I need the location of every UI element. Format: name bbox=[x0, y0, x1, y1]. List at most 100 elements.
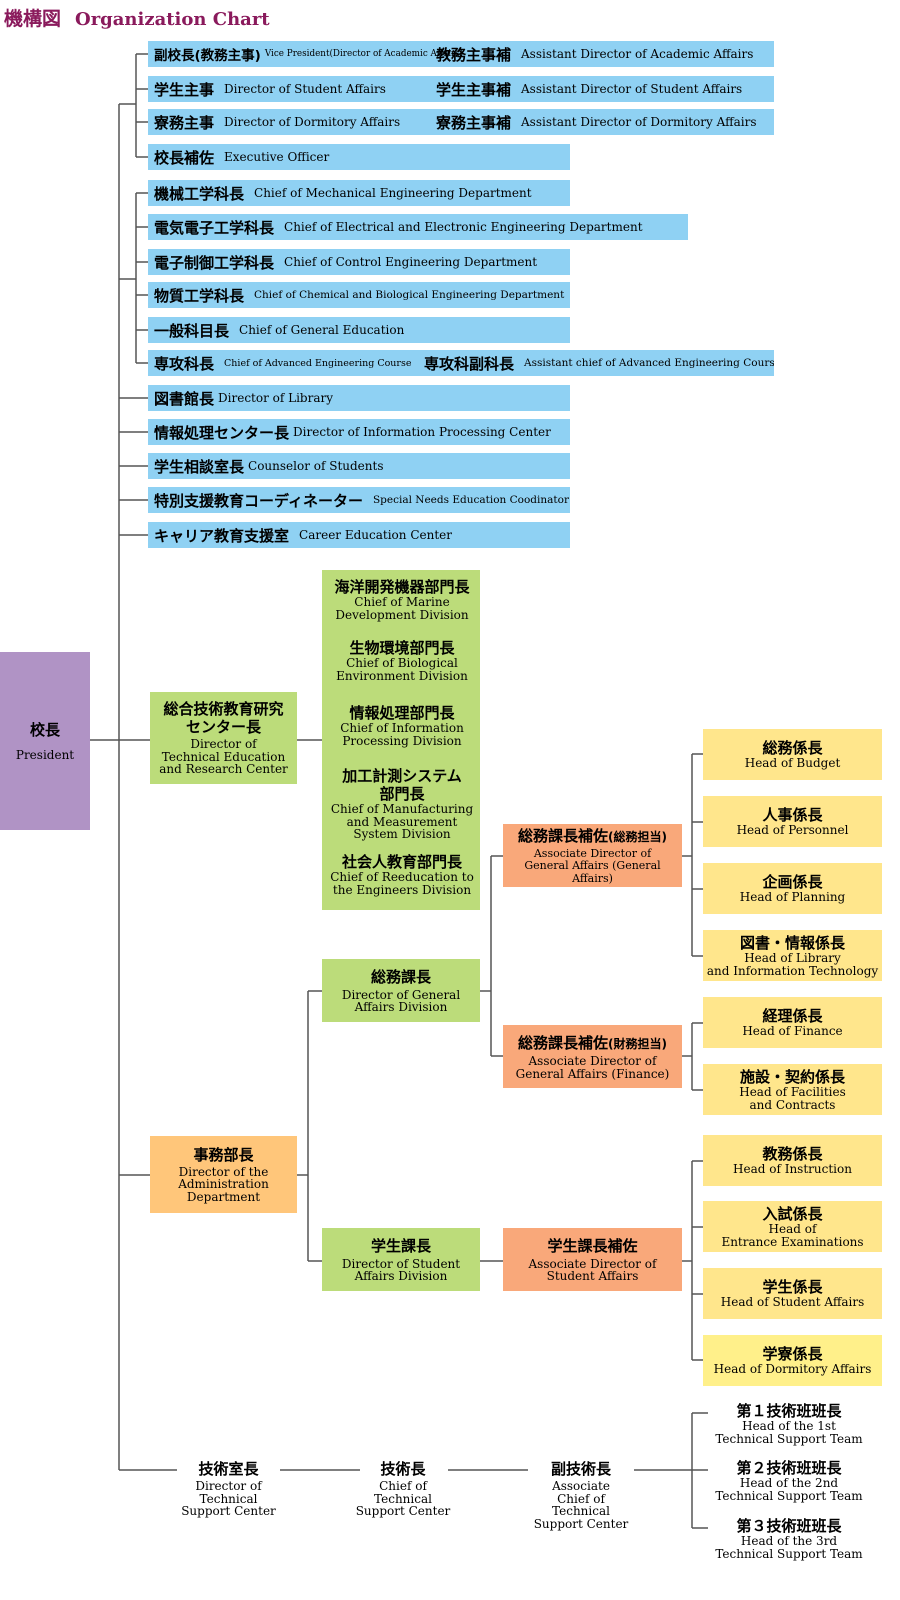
student-affairs-box: 学生課長 Director of Student Affairs Divisio… bbox=[322, 1228, 480, 1291]
row-library: 図書館長 Director of Library bbox=[148, 385, 570, 411]
head-library-it: 図書・情報係長 Head of Library and Information … bbox=[703, 930, 882, 981]
team-jp: 第１技術班班長 bbox=[736, 1402, 842, 1420]
team-jp: 第３技術班班長 bbox=[736, 1517, 842, 1535]
row-jp: 電子制御工学科長 bbox=[154, 253, 275, 272]
head-dormitory: 学寮係長 Head of Dormitory Affairs bbox=[703, 1335, 882, 1386]
row-en2: Assistant chief of Advanced Engineering … bbox=[524, 357, 774, 369]
admin-en: Director of the Administration Departmen… bbox=[178, 1164, 269, 1204]
row-en: Chief of Advanced Engineering Course bbox=[224, 357, 412, 369]
row-counselor: 学生相談室長 Counselor of Students bbox=[148, 453, 570, 479]
head-jp: 入試係長 bbox=[762, 1205, 823, 1223]
row-jp: 学生相談室長 bbox=[154, 457, 245, 476]
division-manufacturing: 加工計測システム 部門長 Chief of Manufacturing and … bbox=[322, 767, 482, 841]
row-jp: 校長補佐 bbox=[154, 148, 215, 167]
row-jp: 学生主事 bbox=[154, 80, 215, 99]
row-mechanical-dept: 機械工学科長 Chief of Mechanical Engineering D… bbox=[148, 180, 570, 206]
assoc-general-jp: 総務課長補佐 bbox=[518, 826, 609, 845]
head-en: Head of Entrance Examinations bbox=[721, 1222, 864, 1249]
row-jp: 機械工学科長 bbox=[154, 184, 245, 203]
assoc-finance-box: 総務課長補佐(財務担当) Associate Director of Gener… bbox=[503, 1025, 682, 1088]
general-affairs-en: Director of General Affairs Division bbox=[341, 987, 461, 1014]
tech-associate-chief: 副技術長 Associate Chief of Technical Suppor… bbox=[528, 1460, 634, 1530]
tech-jp: 副技術長 bbox=[550, 1460, 611, 1478]
division-jp: 社会人教育部門長 bbox=[341, 853, 462, 871]
head-en: Head of Instruction bbox=[733, 1162, 852, 1177]
row-dormitory-affairs: 寮務主事 Director of Dormitory Affairs 寮務主事補… bbox=[148, 109, 774, 135]
division-jp: 情報処理部門長 bbox=[349, 704, 455, 722]
row-en: Chief of Electrical and Electronic Engin… bbox=[284, 220, 643, 234]
division-biological: 生物環境部門長 Chief of Biological Environment … bbox=[322, 639, 482, 682]
row-jp2: 寮務主事補 bbox=[436, 113, 512, 132]
tech-en: Associate Chief of Technical Support Cen… bbox=[533, 1479, 629, 1531]
head-en: Head of Planning bbox=[739, 890, 846, 905]
division-en: Chief of Biological Environment Division bbox=[336, 656, 468, 683]
president-jp: 校長 bbox=[29, 720, 60, 739]
head-en: Head of Student Affairs bbox=[720, 1295, 865, 1310]
student-affairs-jp: 学生課長 bbox=[370, 1236, 431, 1255]
row-en2: Assistant Director of Student Affairs bbox=[521, 82, 743, 96]
row-electrical-dept: 電気電子工学科長 Chief of Electrical and Electro… bbox=[148, 214, 688, 240]
division-reeducation: 社会人教育部門長 Chief of Reeducation to the Eng… bbox=[322, 853, 482, 896]
admin-box: 事務部長 Director of the Administration Depa… bbox=[150, 1136, 297, 1213]
row-en2: Assistant Director of Academic Affairs bbox=[521, 47, 754, 61]
title-jp: 機構図 bbox=[4, 8, 62, 30]
general-affairs-box: 総務課長 Director of General Affairs Divisio… bbox=[322, 959, 480, 1022]
president-en: President bbox=[15, 747, 75, 762]
general-affairs-jp: 総務課長 bbox=[370, 967, 431, 986]
row-en: Chief of Chemical and Biological Enginee… bbox=[254, 289, 565, 301]
tech-jp: 技術長 bbox=[380, 1460, 426, 1478]
row-en: Chief of Mechanical Engineering Departme… bbox=[254, 186, 532, 200]
division-jp: 生物環境部門長 bbox=[349, 639, 455, 657]
tech-center-box: 総合技術教育研究 センター長 Director of Technical Edu… bbox=[150, 692, 297, 784]
president-box: 校長 President bbox=[0, 652, 90, 830]
row-en: Chief of General Education bbox=[239, 323, 405, 337]
head-jp: 図書・情報係長 bbox=[739, 934, 845, 952]
division-en: Chief of Reeducation to the Engineers Di… bbox=[330, 870, 474, 897]
row-jp: 特別支援教育コーディネーター bbox=[154, 491, 363, 510]
head-jp: 経理係長 bbox=[762, 1007, 823, 1026]
division-en: Chief of Manufacturing and Measurement S… bbox=[330, 802, 474, 841]
assoc-student-jp: 学生課長補佐 bbox=[547, 1236, 638, 1255]
tech-chief: 技術長 Chief of Technical Support Center bbox=[355, 1460, 451, 1518]
row-student-affairs: 学生主事 Director of Student Affairs 学生主事補 A… bbox=[148, 76, 774, 102]
row-en: Chief of Control Engineering Department bbox=[284, 255, 538, 269]
row-info-center: 情報処理センター長 Director of Information Proces… bbox=[148, 419, 570, 445]
head-en: Head of Facilities and Contracts bbox=[739, 1085, 846, 1112]
row-en: Director of Information Processing Cente… bbox=[293, 425, 551, 439]
head-finance: 経理係長 Head of Finance bbox=[703, 997, 882, 1048]
assoc-student-en: Associate Director of Student Affairs bbox=[528, 1256, 657, 1283]
head-jp: 教務係長 bbox=[762, 1145, 823, 1164]
row-jp2: 教務主事補 bbox=[436, 45, 512, 64]
division-marine: 海洋開発機器部門長 Chief of Marine Development Di… bbox=[322, 578, 482, 621]
row-career: キャリア教育支援室 Career Education Center bbox=[148, 522, 570, 548]
head-planning: 企画係長 Head of Planning bbox=[703, 863, 882, 914]
row-control-dept: 電子制御工学科長 Chief of Control Engineering De… bbox=[148, 249, 570, 275]
divisions-panel: 海洋開発機器部門長 Chief of Marine Development Di… bbox=[322, 570, 480, 910]
row-jp: キャリア教育支援室 bbox=[154, 526, 290, 545]
tech-en: Chief of Technical Support Center bbox=[355, 1479, 451, 1518]
row-en: Director of Library bbox=[218, 391, 334, 405]
row-special-needs: 特別支援教育コーディネーター Special Needs Education C… bbox=[148, 487, 570, 513]
team-3: 第３技術班班長 Head of the 3rd Technical Suppor… bbox=[708, 1517, 870, 1560]
row-jp: 情報処理センター長 bbox=[154, 423, 290, 442]
admin-jp: 事務部長 bbox=[193, 1145, 254, 1164]
assoc-finance-en: Associate Director of General Affairs (F… bbox=[515, 1054, 670, 1081]
assoc-general-box: 総務課長補佐(総務担当) Associate Director of Gener… bbox=[503, 824, 682, 887]
row-en: Vice President(Director of Academic Affa… bbox=[264, 49, 464, 59]
row-jp: 副校長(教務主事) bbox=[154, 48, 261, 64]
assoc-finance-note: (財務担当) bbox=[608, 1037, 667, 1051]
head-budget: 総務係長 Head of Budget bbox=[703, 729, 882, 780]
head-en: Head of Dormitory Affairs bbox=[713, 1362, 872, 1377]
team-en: Head of the 3rd Technical Support Team bbox=[715, 1534, 863, 1561]
row-advanced-course: 専攻科長 Chief of Advanced Engineering Cours… bbox=[148, 350, 774, 376]
row-jp: 一般科目長 bbox=[154, 321, 230, 340]
row-jp: 図書館長 bbox=[154, 389, 215, 408]
student-affairs-en: Director of Student Affairs Division bbox=[341, 1256, 461, 1283]
tech-center-en: Director of Technical Education and Rese… bbox=[159, 737, 288, 777]
row-jp: 専攻科長 bbox=[154, 354, 215, 373]
head-jp: 企画係長 bbox=[762, 873, 823, 892]
row-jp: 電気電子工学科長 bbox=[154, 218, 275, 237]
team-en: Head of the 2nd Technical Support Team bbox=[715, 1476, 863, 1503]
head-student-affairs: 学生係長 Head of Student Affairs bbox=[703, 1268, 882, 1319]
